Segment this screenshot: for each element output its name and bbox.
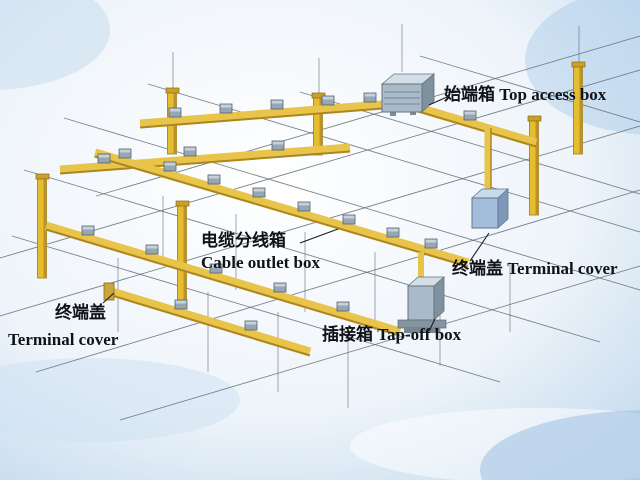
cable-outlet-box-label-en: Cable outlet box [201,253,320,272]
leader-tap-off [428,318,436,332]
top-access-box-label: 始端箱 Top access box [444,85,607,104]
busway-run-top [139,98,409,129]
busway-run-lower-diagonal [44,221,402,337]
terminal-cover-left-label-en: Terminal cover [8,330,119,349]
column [527,115,542,216]
leader-top-access [428,96,448,106]
terminal-cover-right-label: 终端盖 Terminal cover [452,259,618,278]
cable-outlet-box-label: 电缆分线箱 Cable outlet box [201,230,320,274]
tap-off-box-label: 插接箱 Tap-off box [322,325,462,344]
top-access-box-graphic [380,73,436,116]
column [311,92,326,156]
leader-terminal-right [469,232,490,262]
leader-terminal-left [102,292,115,304]
busway-run-terminal-left [103,282,312,357]
busway-run-mid-left [59,143,351,175]
terminal-cover-left-label: 终端盖 Terminal cover [8,299,118,353]
leader-lines [102,96,490,332]
terminal-cover-left-label-cn: 终端盖 [55,303,106,322]
leader-cable-outlet [299,228,339,244]
tap-off-box-graphic [397,276,447,333]
busway-run-right-link [403,99,538,148]
terminal-cover-left-graphic [103,282,115,301]
busway-run-main-diagonal [93,148,470,268]
terminal-cover-right-graphic [470,188,510,229]
column [571,61,586,155]
cable-outlet-box-label-cn: 电缆分线箱 [201,231,286,250]
busway-vertical-stub-right [484,128,492,198]
